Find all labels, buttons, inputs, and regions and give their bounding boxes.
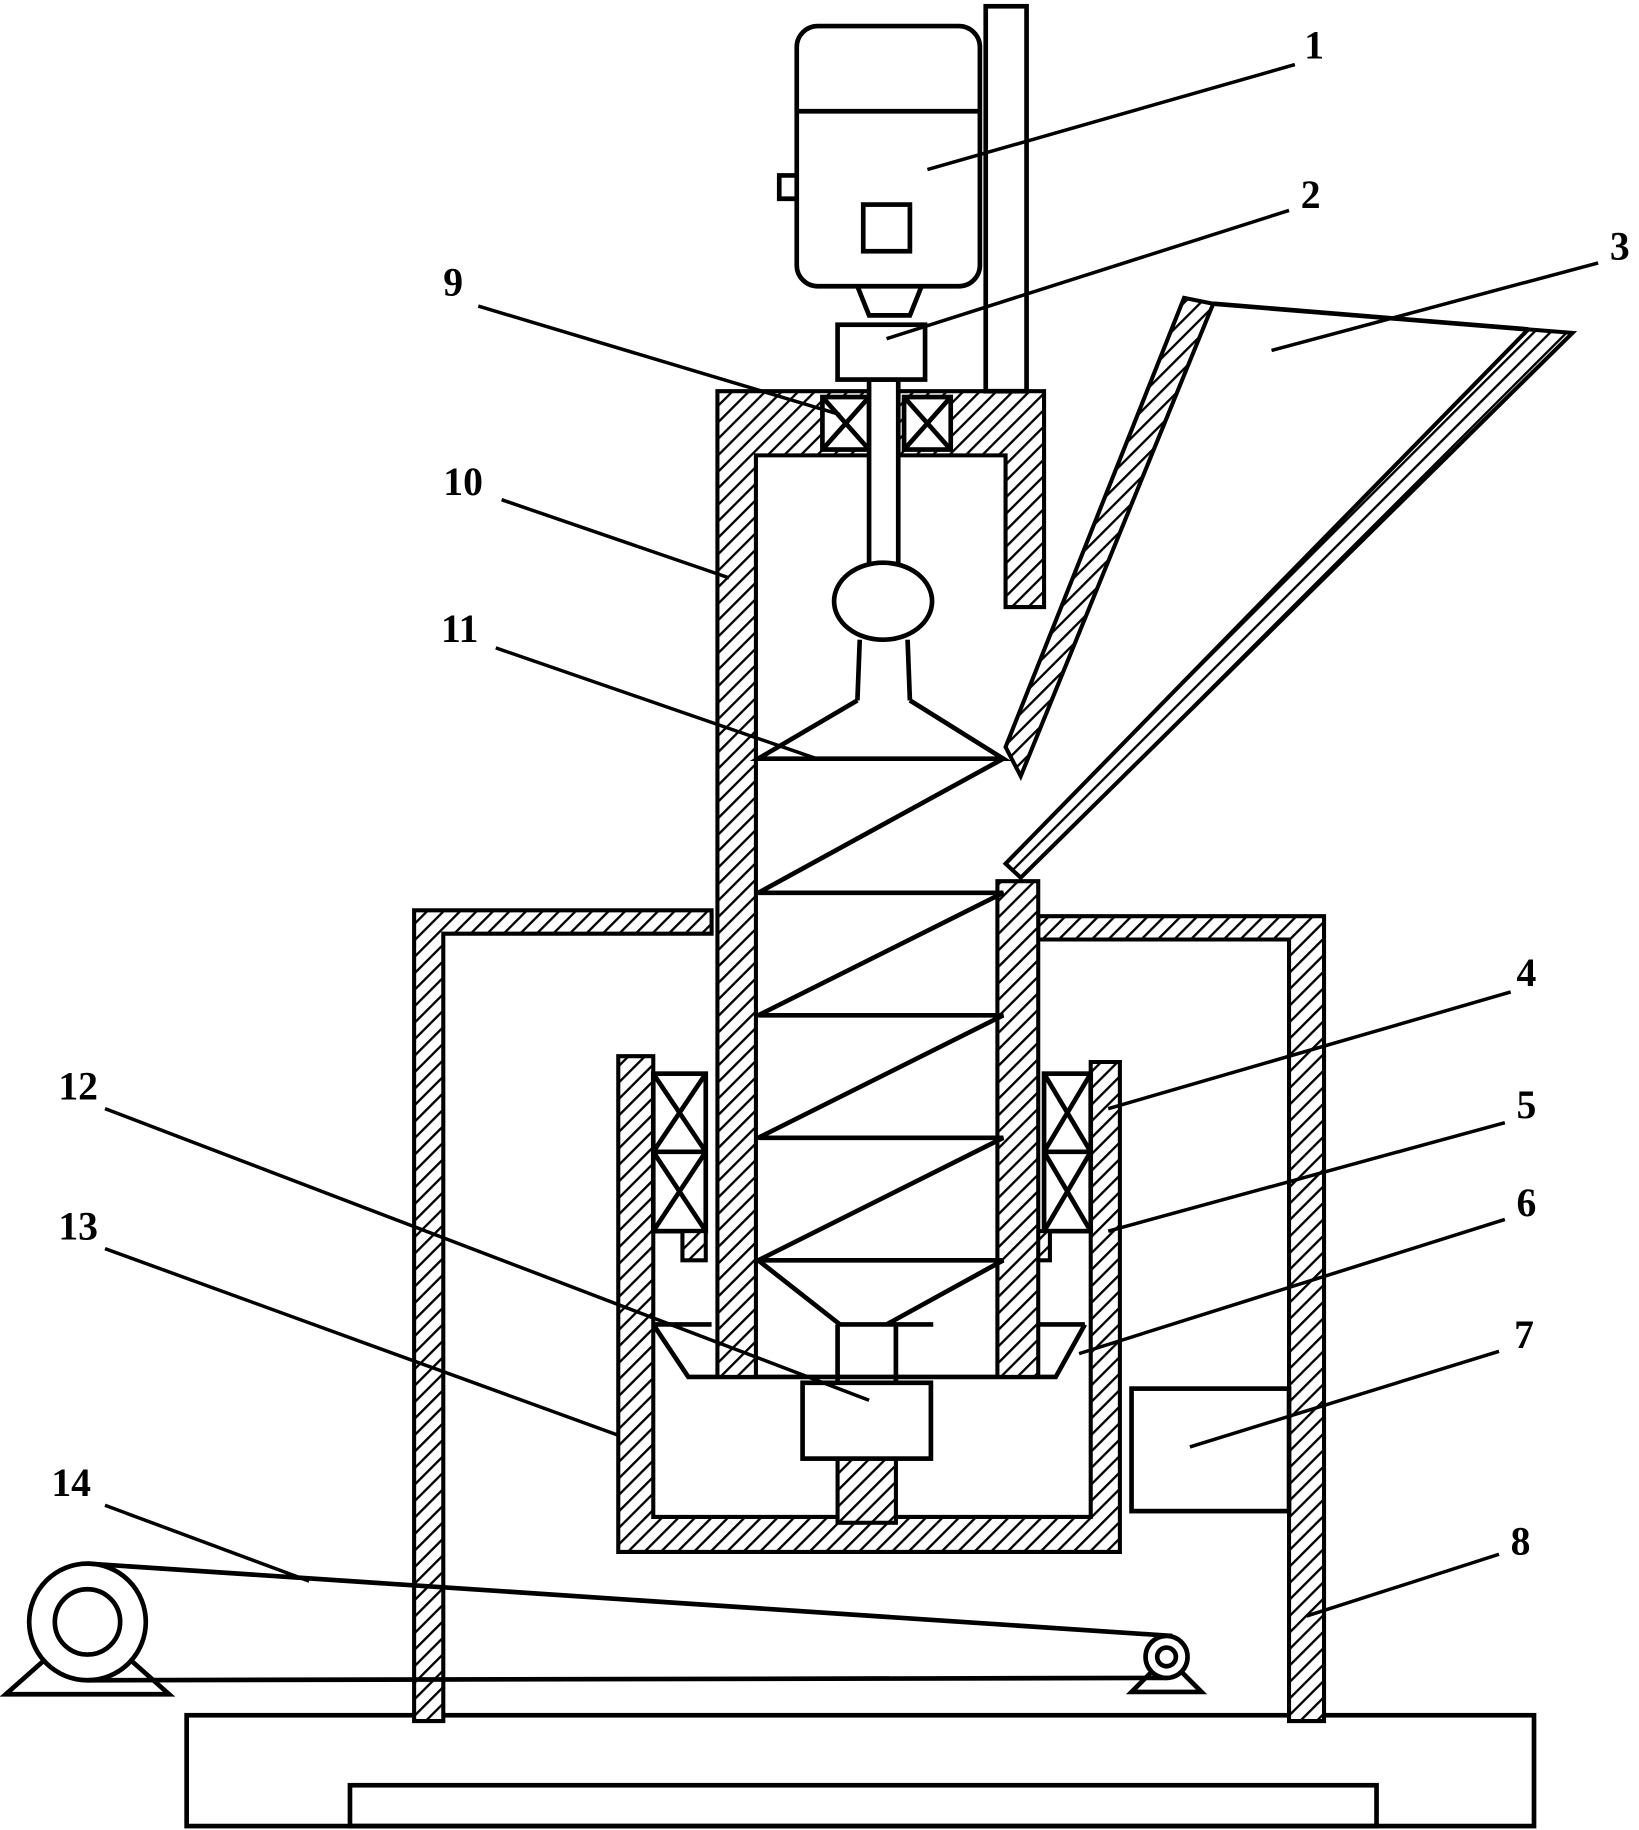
label-4: 4 — [1517, 951, 1537, 995]
drive-motor-belt — [0, 1561, 1208, 1697]
label-10: 10 — [443, 460, 483, 504]
leader-lines — [104, 62, 1599, 1618]
label-9: 9 — [443, 261, 463, 305]
side-box — [1129, 1386, 1292, 1514]
screw-tube — [715, 389, 1047, 1379]
label-5: 5 — [1517, 1083, 1537, 1127]
label-3: 3 — [1610, 224, 1630, 268]
label-13: 13 — [58, 1204, 98, 1248]
bottom-block — [800, 1380, 934, 1461]
motor — [776, 3, 1029, 394]
part-labels: 1 2 3 4 5 6 7 8 9 10 11 12 13 14 — [51, 24, 1629, 1564]
hopper — [1002, 295, 1578, 881]
label-2: 2 — [1301, 173, 1321, 217]
base-plate — [184, 1712, 1537, 1829]
label-1: 1 — [1304, 24, 1324, 68]
label-12: 12 — [58, 1064, 98, 1108]
coupling — [835, 322, 928, 382]
frame — [412, 908, 1327, 1724]
rotating-housing — [616, 1054, 1122, 1554]
label-14: 14 — [51, 1461, 91, 1505]
label-11: 11 — [441, 607, 478, 651]
label-7: 7 — [1514, 1313, 1534, 1357]
label-8: 8 — [1511, 1519, 1531, 1563]
label-6: 6 — [1517, 1181, 1537, 1225]
screw-shaft — [749, 377, 1012, 1327]
